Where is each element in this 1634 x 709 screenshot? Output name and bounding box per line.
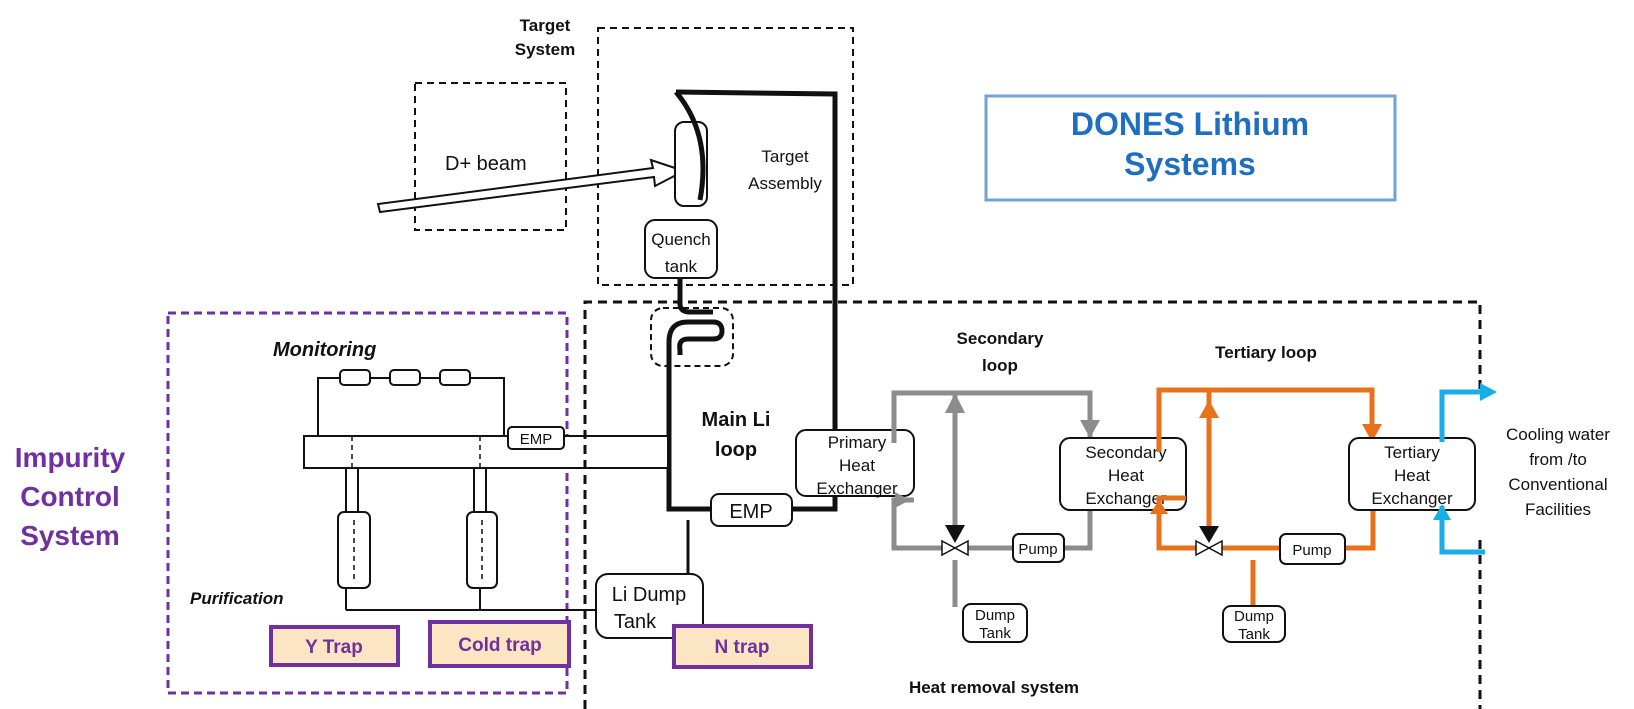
cold-trap-label: Cold trap	[458, 635, 541, 656]
tertiary-valve	[1195, 539, 1211, 557]
cooling-in-arrow	[1433, 504, 1451, 520]
heat-removal-label: Heat removal system	[909, 678, 1079, 697]
secondary-arrow-return	[895, 492, 910, 508]
monitor-sensor-3	[439, 369, 471, 386]
tertiary-dump-line2: Tank	[1238, 626, 1270, 643]
secondary-loop: Secondary loop Secondary Heat Exchanger …	[891, 329, 1187, 643]
title-line1: DONES Lithium	[1071, 106, 1309, 142]
heat-removal-system: Heat removal system	[583, 300, 1482, 709]
tertiary-loop-label: Tertiary loop	[1215, 343, 1317, 362]
tertiary-flow-down	[1199, 526, 1219, 543]
primary-hx-line2: Heat	[839, 456, 875, 475]
secondary-arrow-up	[945, 393, 965, 413]
secondary-valve-right	[953, 539, 969, 557]
main-li-piping	[650, 89, 838, 575]
cooling-line3: Conventional	[1508, 475, 1607, 494]
secondary-hx-line2: Heat	[1108, 466, 1144, 485]
cold-trap	[428, 620, 571, 668]
title-line2: Systems	[1124, 146, 1256, 182]
secondary-loop-label-line1: Secondary	[957, 329, 1044, 348]
cooling-line2: from /to	[1529, 450, 1587, 469]
tertiary-valve-right	[1207, 539, 1223, 557]
secondary-hx	[1059, 437, 1187, 511]
secondary-dump-line2: Tank	[979, 625, 1011, 642]
beam-region	[414, 82, 567, 231]
li-dump-tank-line1: Li Dump	[612, 584, 686, 606]
tertiary-arrow-return	[1150, 500, 1168, 514]
secondary-pump	[1012, 533, 1065, 563]
secondary-flow-down	[945, 525, 965, 543]
cooling-line4: Facilities	[1525, 500, 1591, 519]
impurity-boundary	[166, 311, 569, 695]
secondary-hx-line3: Exchanger	[1085, 489, 1167, 508]
main-loop-label-line1: Main Li	[702, 409, 771, 431]
y-trap	[269, 625, 400, 667]
impurity-label-line3: System	[20, 520, 120, 551]
tertiary-hx-line2: Heat	[1394, 466, 1430, 485]
quench-tank-line1: Quench	[651, 230, 711, 249]
icu-emp-label: EMP	[520, 431, 553, 448]
tertiary-arrow-up	[1199, 400, 1219, 418]
y-trap-label: Y Trap	[305, 637, 363, 658]
monitor-sensor-1	[339, 369, 371, 386]
n-trap-label: N trap	[715, 637, 770, 658]
main-emp-label: EMP	[729, 501, 772, 523]
target-system: Target System D+ beam Target Assembly Qu…	[376, 16, 854, 286]
tertiary-dump-tank	[1222, 605, 1286, 643]
secondary-hx-line1: Secondary	[1085, 443, 1167, 462]
tertiary-dump-line1: Dump	[1234, 608, 1274, 625]
header-pipe	[303, 435, 669, 469]
n-trap	[672, 624, 813, 669]
tertiary-pump-label: Pump	[1292, 542, 1331, 559]
tertiary-pump	[1279, 533, 1346, 565]
primary-hx	[795, 429, 915, 497]
primary-hx-line1: Primary	[828, 433, 887, 452]
title-box: DONES Lithium Systems	[984, 94, 1397, 202]
monitor-sensor-2	[389, 369, 421, 386]
impurity-control-system: Impurity Control System Monitoring EMP	[15, 311, 669, 695]
impurity-label-line2: Control	[20, 481, 120, 512]
tertiary-loop: Tertiary loop Tertiary Heat Exchanger Pu…	[1150, 343, 1476, 643]
secondary-pump-label: Pump	[1018, 541, 1057, 558]
secondary-dump-tank	[962, 603, 1028, 643]
tertiary-hx-line3: Exchanger	[1371, 489, 1453, 508]
target-system-label-line1: Target	[520, 16, 571, 35]
icu-emp	[507, 426, 565, 450]
secondary-valve	[941, 539, 957, 557]
target-assembly-line1: Target	[761, 147, 809, 166]
secondary-dump-line1: Dump	[975, 607, 1015, 624]
beam-label: D+ beam	[445, 153, 527, 175]
quench-tank-line2: tank	[665, 257, 698, 276]
tertiary-hx	[1348, 437, 1476, 511]
impurity-label-line1: Impurity	[15, 442, 126, 473]
purification-label: Purification	[190, 589, 284, 608]
main-emp	[710, 493, 793, 527]
target-system-label-line2: System	[515, 40, 575, 59]
monitoring-label: Monitoring	[273, 339, 376, 361]
coil-region	[650, 307, 734, 367]
cooling-water: Cooling water from /to Conventional Faci…	[1433, 383, 1610, 555]
main-li-loop: Main Li loop EMP Li Dump Tank N trap Pri…	[595, 409, 915, 669]
target-assembly-line2: Assembly	[748, 174, 822, 193]
cooling-out-arrow	[1480, 383, 1497, 401]
target-system-boundary	[597, 27, 854, 286]
secondary-loop-label-line2: loop	[982, 356, 1018, 375]
target-curve	[674, 90, 706, 201]
tertiary-hx-line1: Tertiary	[1384, 443, 1440, 462]
primary-hx-line3: Exchanger	[816, 479, 898, 498]
li-dump-tank	[595, 573, 704, 639]
li-dump-tank-line2: Tank	[614, 611, 657, 633]
tertiary-arrow-down	[1362, 424, 1382, 442]
cooling-line1: Cooling water	[1506, 425, 1610, 444]
main-loop-label-line2: loop	[715, 439, 757, 461]
beam-arrow	[376, 158, 687, 214]
monitoring-unit	[317, 377, 505, 437]
secondary-arrow-down	[1080, 420, 1100, 438]
